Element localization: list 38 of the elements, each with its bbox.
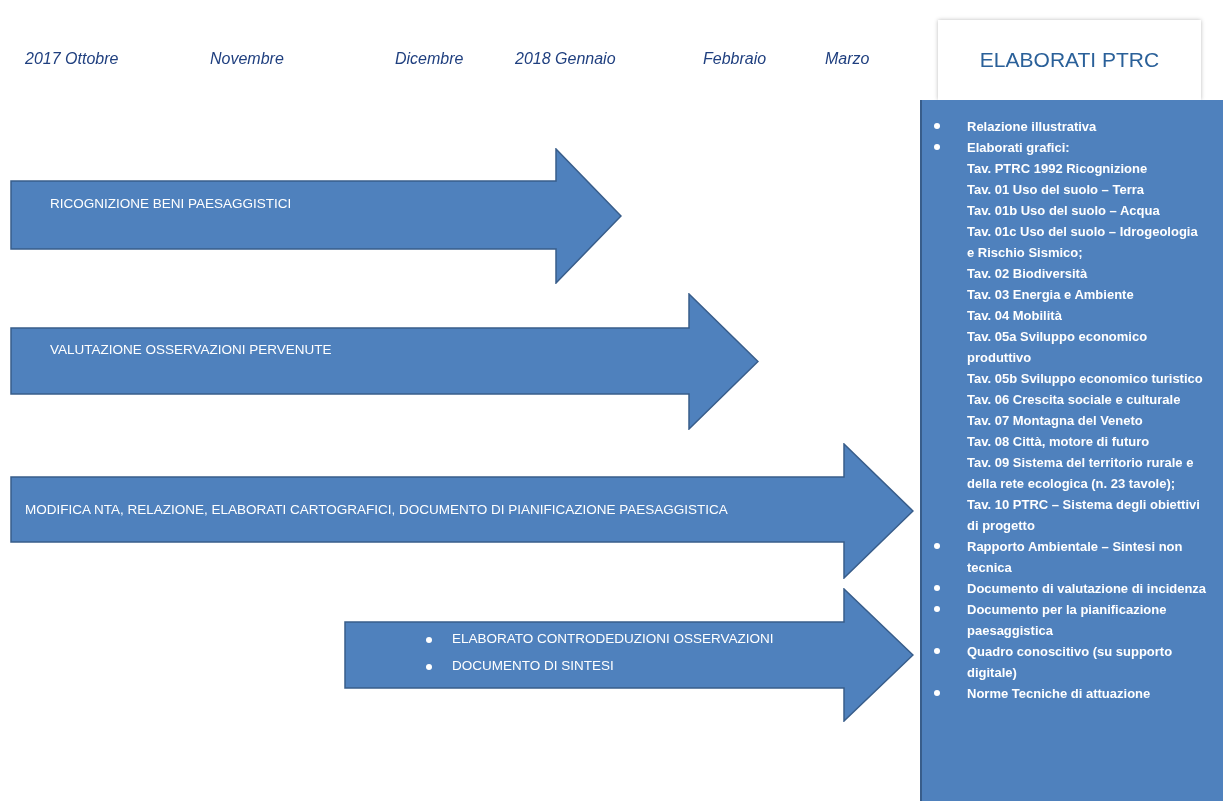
list-item: Tav. PTRC 1992 Ricognizione — [967, 160, 1149, 178]
list-item: Tav. 08 Città, motore di futuro — [967, 433, 1151, 451]
list-item: Documento di valutazione di incidenza — [967, 580, 1207, 598]
list-item: Tav. 06 Crescita sociale e culturale — [967, 391, 1182, 409]
timeline-bar — [10, 148, 622, 284]
month-label: 2018 Gennaio — [515, 50, 616, 68]
list-item: Rapporto Ambientale – Sintesi non tecnica — [967, 538, 1184, 577]
list-item: Tav. 04 Mobilità — [967, 307, 1063, 325]
list-item: Tav. 01b Uso del suolo – Acqua — [967, 202, 1161, 220]
month-label: Novembre — [210, 50, 284, 68]
list-item: Relazione illustrativa — [967, 118, 1098, 136]
arrow-label: VALUTAZIONE OSSERVAZIONI PERVENUTE — [50, 342, 332, 357]
list-item: Tav. 07 Montagna del Veneto — [967, 412, 1144, 430]
list-item: Tav. 03 Energia e Ambiente — [967, 286, 1135, 304]
list-item: Tav. 01 Uso del suolo – Terra — [967, 181, 1145, 199]
list-item: Tav. 05a Sviluppo economico produttivo — [967, 328, 1149, 367]
list-panel — [920, 100, 1223, 801]
list-item: Norme Tecniche di attuazione — [967, 685, 1152, 703]
arrow-label: RICOGNIZIONE BENI PAESAGGISTICI — [50, 196, 292, 211]
list-item: Elaborati grafici: — [967, 139, 1071, 157]
month-label: Dicembre — [395, 50, 464, 68]
list-item: Documento per la pianificazione paesaggistica — [967, 601, 1168, 640]
timeline-bar — [344, 588, 914, 722]
arrow-label: DOCUMENTO DI SINTESI — [452, 658, 614, 673]
list-item: Tav. 02 Biodiversità — [967, 265, 1089, 283]
list-item: Quadro conoscitivo (su supporto digitale) — [967, 643, 1174, 682]
panel-heading: ELABORATI PTRC — [938, 20, 1201, 100]
month-label: Febbraio — [703, 50, 767, 68]
arrow-label: MODIFICA NTA, RELAZIONE, ELABORATI CARTOGRAFICI, DOCUMENTO DI PIANIFICAZIONE PAESAGGISTICA — [25, 502, 728, 517]
list-item: Tav. 05b Sviluppo economico turistico — [967, 370, 1204, 388]
timeline-bar — [10, 293, 759, 430]
month-label: Marzo — [825, 50, 870, 68]
list-item: Tav. 10 PTRC – Sistema degli obiettivi di progetto — [967, 496, 1201, 535]
month-label: 2017 Ottobre — [25, 50, 119, 68]
list-item: Tav. 01c Uso del suolo – Idrogeologia e Rischio Sismico; — [967, 223, 1199, 262]
arrow-label: ELABORATO CONTRODEDUZIONI OSSERVAZIONI — [452, 631, 774, 646]
list-item: Tav. 09 Sistema del territorio rurale e della rete ecologica (n. 23 tavole); — [967, 454, 1195, 493]
timeline-bar — [10, 443, 914, 579]
